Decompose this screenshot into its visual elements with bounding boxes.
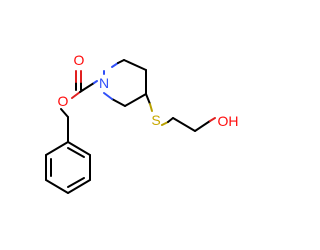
- piperidine-ring: [103, 59, 147, 107]
- sulfur-label: S: [151, 112, 160, 128]
- hydroxyl-label: OH: [218, 113, 239, 129]
- carbonyl-group: [75, 70, 98, 91]
- phenyl-ring: [45, 141, 91, 194]
- molecule-structure-diagram: O O N S OH: [45, 52, 239, 194]
- carbonyl-oxygen-label: O: [74, 52, 85, 68]
- nitrogen-label: N: [99, 75, 109, 91]
- thioether-chain: [145, 93, 216, 132]
- ester-oxygen-label: O: [58, 93, 69, 109]
